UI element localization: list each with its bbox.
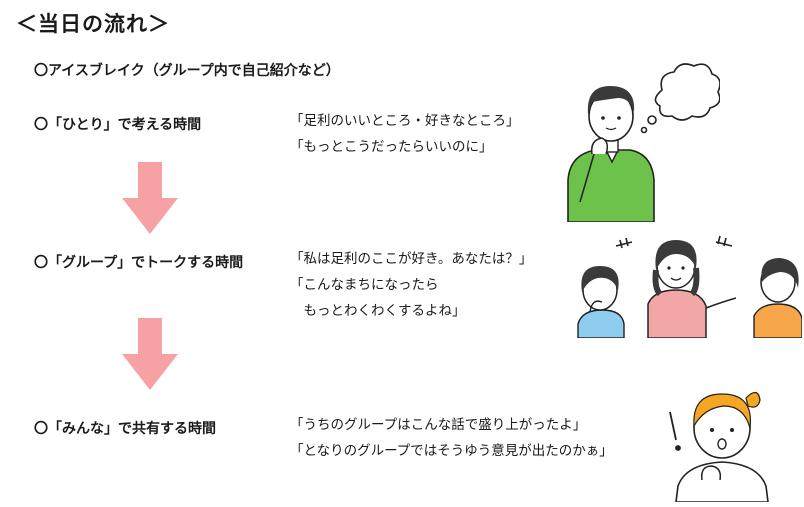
thought-bubble-icon xyxy=(640,63,720,134)
step-everyone-quotes: 「うちのグループはこんな話で盛り上がったよ」 「となりのグループではそうゆう意見… xyxy=(290,412,613,464)
step-everyone-label: 〇「みんな」で共有する時間 xyxy=(34,421,216,437)
group-talk-illustration xyxy=(577,235,802,338)
quote-line: もっとわくわくするよね」 xyxy=(290,303,466,319)
step-alone-quotes: 「足利のいいところ・好きなところ」 「もっとこうだったらいいのに」 xyxy=(290,108,520,160)
step-group-quotes: 「私は足利のここが好き。あなたは？」 「こんなまちになったら もっとわくわくする… xyxy=(290,246,532,324)
step-group-label: 〇「グループ」でトークする時間 xyxy=(34,255,244,271)
step-alone-label: 〇「ひとり」で考える時間 xyxy=(34,117,202,133)
quote-line: 「もっとこうだったらいいのに」 xyxy=(290,139,493,155)
down-arrow-icon xyxy=(122,162,178,234)
exclamation-icon xyxy=(669,411,681,451)
quote-line: 「こんなまちになったら xyxy=(290,277,439,293)
icebreak-label: 〇アイスブレイク（グループ内で自己紹介など） xyxy=(34,63,340,79)
quote-line: 「うちのグループはこんな話で盛り上がったよ」 xyxy=(290,417,587,433)
page-title: ＜当日の流れ＞ xyxy=(16,12,170,36)
quote-line: 「足利のいいところ・好きなところ」 xyxy=(290,113,520,129)
thinking-man-illustration xyxy=(567,63,720,222)
quote-line: 「となりのグループではそうゆう意見が出たのかぁ」 xyxy=(290,443,613,459)
quote-line: 「私は足利のここが好き。あなたは？」 xyxy=(290,251,533,267)
down-arrow-icon xyxy=(122,318,178,390)
surprised-woman-illustration xyxy=(669,391,769,502)
